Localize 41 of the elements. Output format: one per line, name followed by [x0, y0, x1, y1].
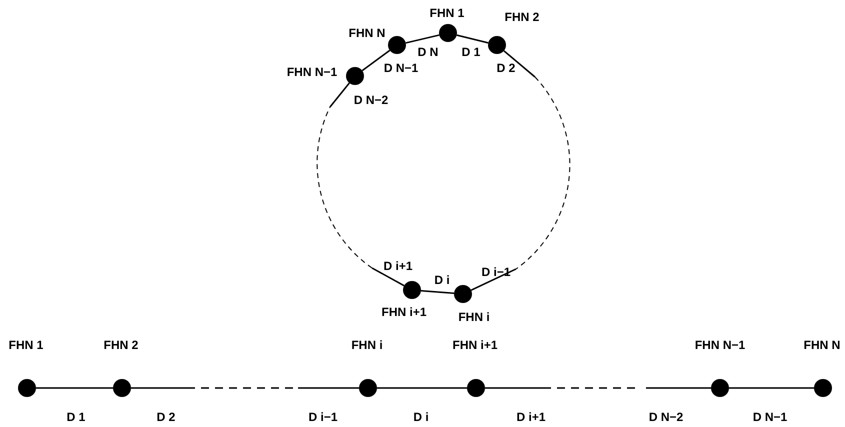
connector-line	[298, 387, 359, 389]
connector-line	[420, 290, 454, 294]
edge-label: D N−2	[648, 410, 684, 424]
node-label: FHN i	[351, 338, 383, 352]
connector-line	[329, 82, 350, 108]
edge-label: D 2	[156, 410, 176, 424]
connector-line	[646, 387, 711, 389]
node-label: FHN 1	[8, 338, 44, 352]
edge-label: D 1	[462, 45, 480, 59]
edge-label: D N−2	[354, 93, 388, 107]
edge-label: D 2	[496, 61, 516, 75]
edge-label: D i	[434, 273, 450, 287]
connector-line	[456, 34, 488, 44]
connector-line	[131, 387, 195, 389]
node-label: FHN N	[348, 26, 386, 40]
node-label: FHN N−1	[286, 65, 338, 79]
edge-label: D i	[413, 410, 429, 424]
connector-line	[470, 268, 516, 291]
edge-label: D N−1	[384, 61, 418, 75]
node-label: FHN 1	[430, 6, 464, 20]
edge-label: D i−1	[308, 410, 338, 424]
connector-line	[485, 387, 551, 389]
node-label: FHN 2	[104, 338, 138, 352]
connector-line	[406, 34, 440, 44]
node-label: FHN i+1	[452, 338, 498, 352]
connector-line	[372, 267, 404, 286]
edge-label: D N	[418, 45, 438, 59]
connector-line	[36, 387, 113, 389]
edge-label: D i+1	[516, 410, 546, 424]
connector-line	[729, 387, 814, 389]
node-label: FHN N	[804, 338, 840, 352]
node-label: FHN i	[458, 310, 490, 324]
edge-label: D N−1	[752, 410, 788, 424]
edge-label: D 1	[66, 410, 86, 424]
connector-line	[377, 387, 467, 389]
connector-line	[362, 50, 390, 72]
node-label: FHN i+1	[382, 305, 426, 319]
node-label: FHN N−1	[694, 338, 746, 352]
connector-line	[503, 50, 536, 78]
node-label: FHN 2	[504, 10, 540, 24]
edge-label: D i+1	[384, 259, 412, 273]
